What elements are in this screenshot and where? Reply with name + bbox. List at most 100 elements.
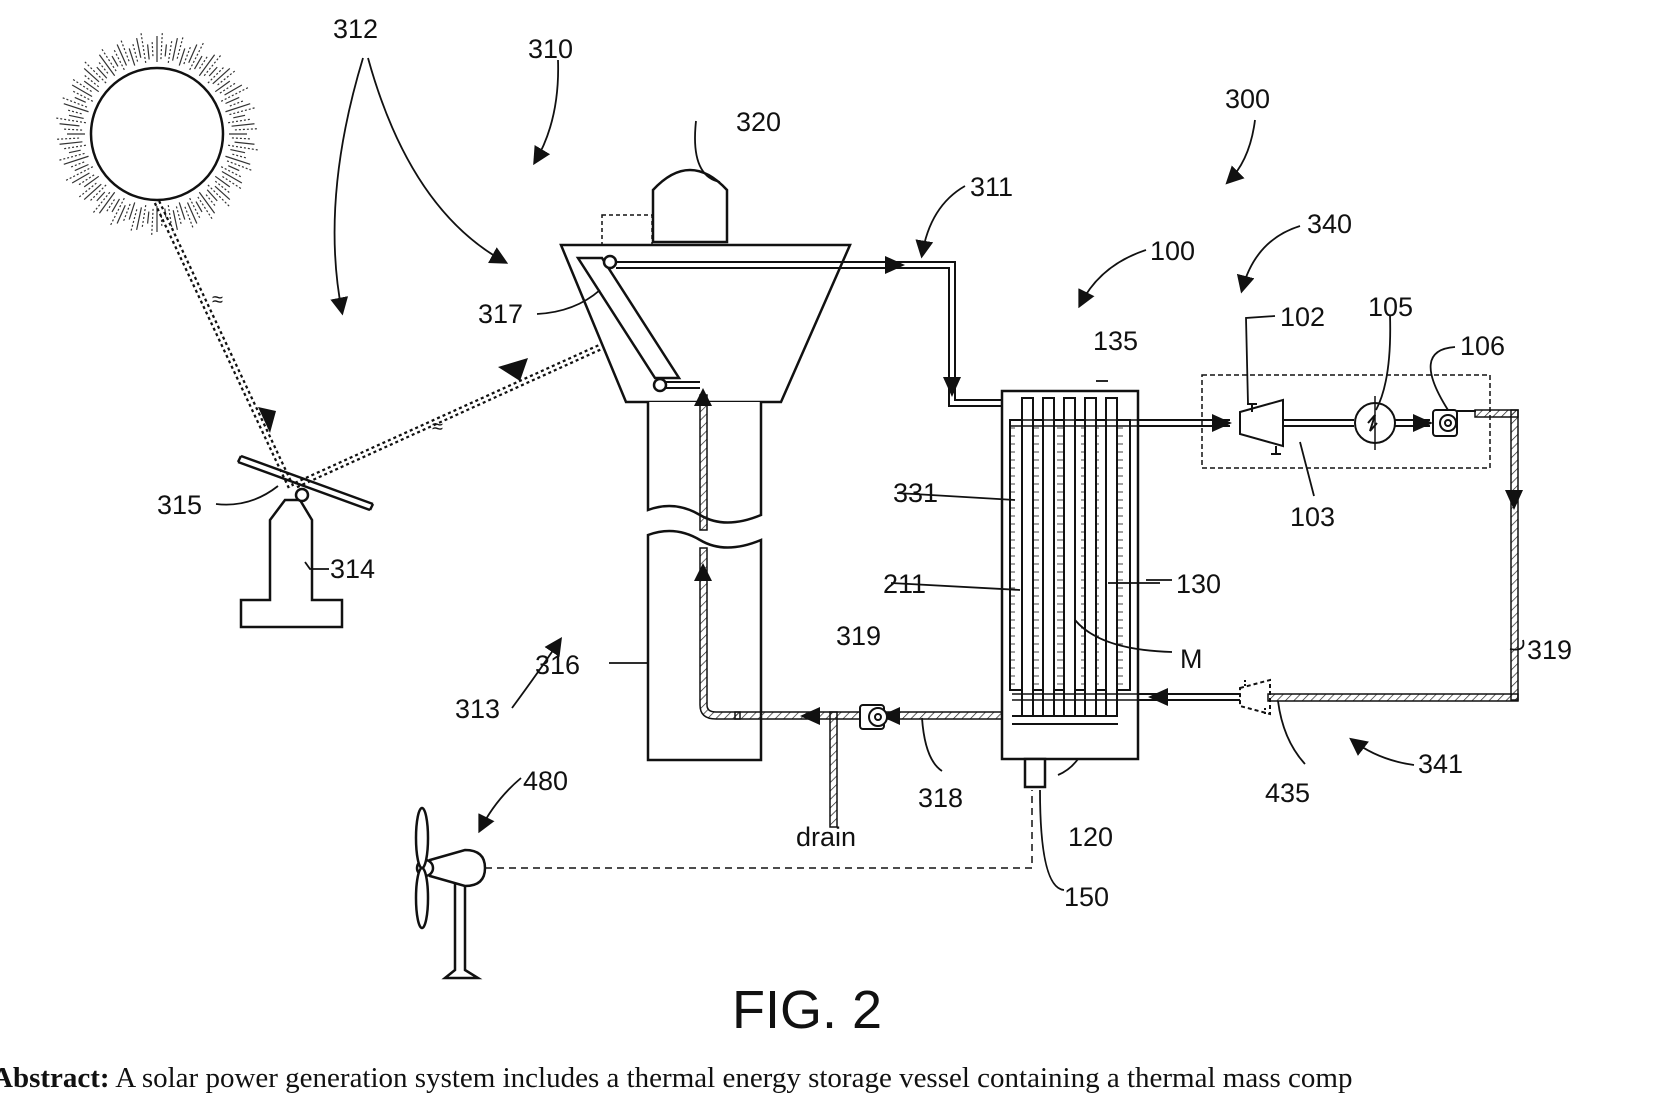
pump-319 xyxy=(860,705,887,729)
sun-ray xyxy=(64,104,89,112)
sun-ray xyxy=(62,97,87,107)
sun-ray xyxy=(55,138,79,139)
sun-ray xyxy=(196,202,202,212)
sun-ray xyxy=(161,32,162,59)
labels: 312 310 320 300 311 340 100 102 105 106 … xyxy=(157,14,1572,1040)
flow-arrow xyxy=(943,377,961,397)
sun-ray xyxy=(66,110,81,114)
sun-ray xyxy=(60,124,80,126)
sun-ray xyxy=(230,150,245,153)
storage-vessel xyxy=(1002,391,1138,787)
sun-ray xyxy=(233,115,245,117)
label-100: 100 xyxy=(1150,236,1195,266)
sun-ray xyxy=(98,61,108,73)
sun-ray xyxy=(72,85,92,97)
flow-arrow xyxy=(1505,490,1523,510)
sun-ray xyxy=(75,165,89,171)
sun-ray xyxy=(137,207,142,229)
sun-ray xyxy=(56,118,86,123)
label-103: 103 xyxy=(1290,502,1335,532)
sun-ray xyxy=(185,207,194,229)
leader-lines xyxy=(216,58,1523,890)
sun-ray xyxy=(97,67,107,78)
sun-ray xyxy=(84,81,99,92)
sun-ray xyxy=(60,142,83,144)
label-319b: 319 xyxy=(1527,635,1572,665)
sun-ray xyxy=(69,115,84,118)
abstract-body: A solar power generation system includes… xyxy=(110,1062,1353,1094)
sun-ray xyxy=(232,124,255,126)
sun-ray xyxy=(227,161,252,171)
sun-ray xyxy=(69,150,81,152)
sun-ray xyxy=(84,75,99,87)
label-312: 312 xyxy=(333,14,378,44)
label-130: 130 xyxy=(1176,569,1221,599)
label-314: 314 xyxy=(330,554,375,584)
sun-ray xyxy=(235,129,259,130)
sun-beam: ≈ xyxy=(157,202,291,487)
sun-ray xyxy=(215,186,230,199)
sun-ray xyxy=(73,91,93,101)
sun-ray xyxy=(84,68,99,81)
label-135: 135 xyxy=(1093,326,1138,356)
sun-ray xyxy=(225,85,242,95)
sun-ray xyxy=(188,203,197,224)
sun-ray xyxy=(215,81,230,92)
label-150: 150 xyxy=(1064,882,1109,912)
label-M: M xyxy=(1180,644,1203,674)
sun-ray xyxy=(152,40,153,56)
sun-ray xyxy=(206,195,216,207)
label-120: 120 xyxy=(1068,822,1113,852)
sun-ray xyxy=(137,38,141,58)
flow-arrow xyxy=(1413,414,1433,432)
sun-ray xyxy=(75,97,86,102)
label-drain: drain xyxy=(796,822,856,852)
sun-ray xyxy=(232,154,247,158)
sun-ray xyxy=(168,41,171,63)
sun-ray xyxy=(148,44,150,59)
label-480: 480 xyxy=(523,766,568,796)
label-320: 320 xyxy=(736,107,781,137)
sun-ray xyxy=(190,198,200,218)
sun-ray xyxy=(221,167,241,177)
label-106: 106 xyxy=(1460,331,1505,361)
sun-ray xyxy=(64,145,86,148)
flow-arrow xyxy=(1148,688,1168,706)
sun-ray xyxy=(228,166,239,171)
sun-ray xyxy=(72,173,89,183)
svg-text:≈: ≈ xyxy=(212,289,223,311)
flow-arrow xyxy=(1212,414,1232,432)
sun-ray xyxy=(148,212,149,224)
sun-ray xyxy=(215,181,230,193)
label-318: 318 xyxy=(918,783,963,813)
sun-ray xyxy=(129,48,135,65)
label-211: 211 xyxy=(883,569,926,599)
sun-ray xyxy=(220,83,236,93)
sun-ray xyxy=(228,145,258,150)
sun-ray xyxy=(114,50,124,70)
sun-ray xyxy=(165,44,166,56)
label-316: 316 xyxy=(535,650,580,680)
label-341: 341 xyxy=(1418,749,1463,779)
sun-ray xyxy=(228,119,250,122)
sun-ray xyxy=(173,210,177,230)
sun-ray xyxy=(173,38,178,60)
abstract-heading: Abstract: xyxy=(0,1062,110,1094)
sun-ray xyxy=(222,172,242,184)
label-102: 102 xyxy=(1280,302,1325,332)
figure-title: FIG. 2 xyxy=(732,980,882,1040)
sun-ray xyxy=(84,176,99,187)
label-105: 105 xyxy=(1368,292,1413,322)
sun-ray xyxy=(120,39,129,61)
sun-ray xyxy=(142,205,145,227)
sun-ray xyxy=(176,206,181,224)
sun-ray xyxy=(152,209,153,236)
label-300: 300 xyxy=(1225,84,1270,114)
sun-ray xyxy=(133,43,138,61)
sun-ray xyxy=(207,190,217,201)
sun-ray xyxy=(112,56,118,66)
sun-ray xyxy=(63,129,82,130)
label-319a: 319 xyxy=(836,621,881,651)
label-331: 331 xyxy=(893,478,938,508)
